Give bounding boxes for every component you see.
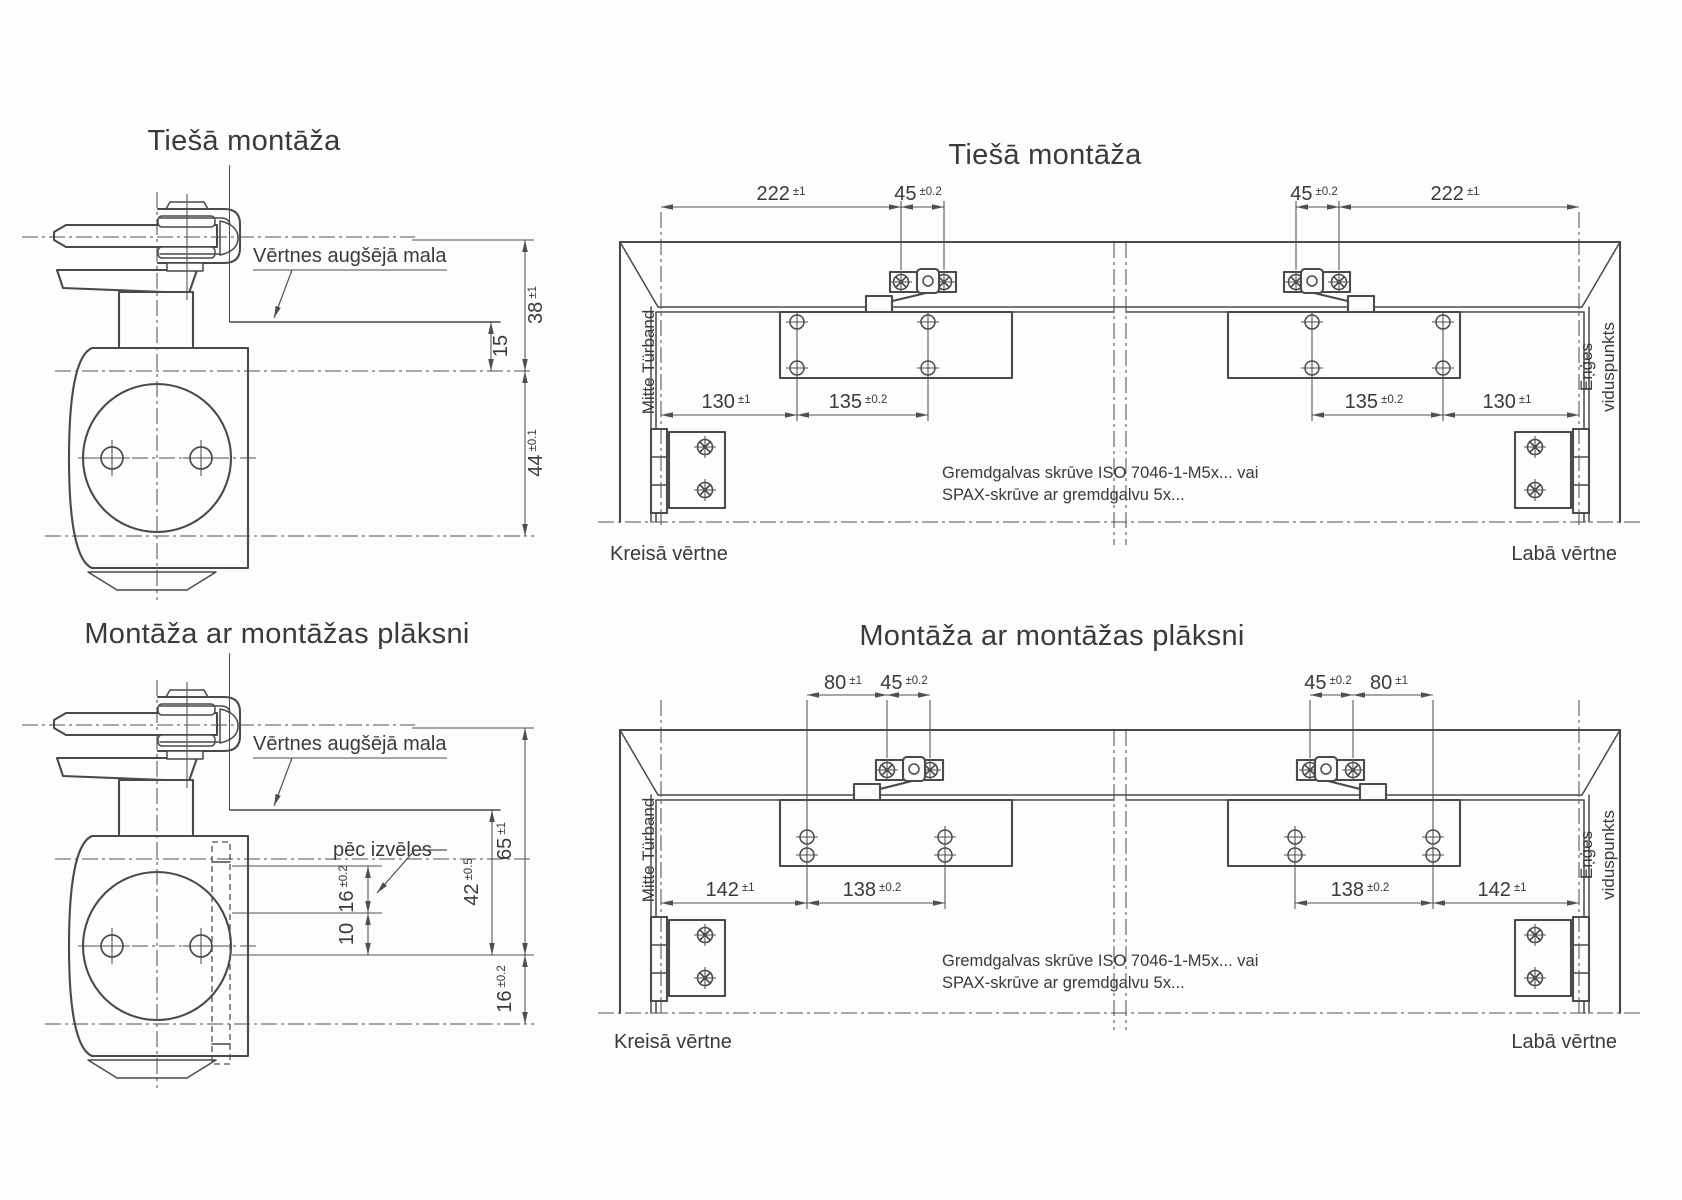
right-leaf-assembly [1228,695,1620,1016]
dim-text-142-right: 142±1 [1477,879,1526,901]
dim-text-38: 38±1 [525,286,547,324]
panel-side-direct: Tiešā montāža Vērtnes augšējā mala 38±1 … [22,125,547,600]
door-closer-side-view [22,653,534,1088]
right-leaf-label: Labā vērtne [1511,1031,1617,1053]
right-leaf-assembly [1228,201,1620,526]
panel-side-plate: Montāža ar montāžas plāksni Vērtnes augš… [22,618,534,1088]
hinge-axis-label: Mitte Türband [639,798,658,903]
hinge-center-label-line1: Eņģes [1577,831,1596,879]
dim-text-45-right: 45±0.2 [1304,672,1352,694]
hinge-center-label-line1: Eņģes [1577,343,1596,391]
dim-15: 15 [488,322,512,371]
dim-text-80-left: 80±1 [824,672,862,694]
door-top-edge-label: Vērtnes augšējā mala [253,733,447,755]
dim-text-45-left: 45±0.2 [880,672,928,694]
panel-front-plate: Montāža ar montāžas plāksni 80±1 45±0.2 … [598,620,1640,1053]
panel-title: Tiešā montāža [948,139,1142,171]
right-leaf-label: Labā vērtne [1511,543,1617,565]
door-top-edge-label: Vērtnes augšējā mala [253,245,447,267]
dim-text-222-left: 222±1 [756,183,805,205]
panel-title: Montāža ar montāžas plāksni [859,620,1244,652]
dim-text-80-right: 80±1 [1370,672,1408,694]
dim-16a: 16±0.2 [336,865,371,913]
dim-text-138-left: 138±0.2 [843,879,902,901]
dim-text-10: 10 [336,923,358,945]
dim-text-130-right: 130±1 [1482,391,1531,413]
left-leaf-label: Kreisā vērtne [614,1031,732,1053]
hinge-axis-label: Mitte Türband [639,310,658,415]
optional-label: pēc izvēles [333,839,432,861]
dim-text-15: 15 [490,335,512,357]
dim-text-45-left: 45±0.2 [894,183,942,205]
dim-65: 65±1 [494,728,528,955]
dim-text-42: 42±0.5 [461,858,483,906]
dim-text-16a: 16±0.2 [336,865,358,913]
dim-42: 42±0.5 [461,810,495,955]
dim-44: 44±0.1 [522,371,547,536]
left-leaf-label: Kreisā vērtne [610,543,728,565]
dim-text-138-right: 138±0.2 [1331,879,1390,901]
dim-38: 38±1 [522,240,547,371]
panel-title: Montāža ar montāžas plāksni [84,618,469,650]
hinge-center-label-line2: viduspunkts [1599,322,1618,412]
dim-16b: 16±0.2 [494,955,528,1024]
dim-text-222-right: 222±1 [1430,183,1479,205]
dim-text-130-left: 130±1 [701,391,750,413]
dim-text-44: 44±0.1 [525,429,547,477]
dim-text-16b: 16±0.2 [494,965,516,1013]
screw-note-line1: Gremdgalvas skrūve ISO 7046-1-M5x... vai [942,464,1258,482]
screw-note-line2: SPAX-skrūve ar gremdgalvu 5x... [942,486,1185,504]
dim-text-135-left: 135±0.2 [829,391,888,413]
dim-text-135-right: 135±0.2 [1345,391,1404,413]
dim-text-45-right: 45±0.2 [1290,183,1338,205]
dim-10: 10 [336,913,371,955]
screw-note-line1: Gremdgalvas skrūve ISO 7046-1-M5x... vai [942,952,1258,970]
door-closer-side-view [22,165,534,600]
panel-title: Tiešā montāža [147,125,341,157]
hinge-center-label-line2: viduspunkts [1599,810,1618,900]
screw-note-line2: SPAX-skrūve ar gremdgalvu 5x... [942,974,1185,992]
panel-front-direct: Tiešā montāža 222±1 45±0.2 130±1 135±0.2… [598,139,1640,565]
dim-text-142-left: 142±1 [705,879,754,901]
dim-text-65: 65±1 [494,822,516,860]
